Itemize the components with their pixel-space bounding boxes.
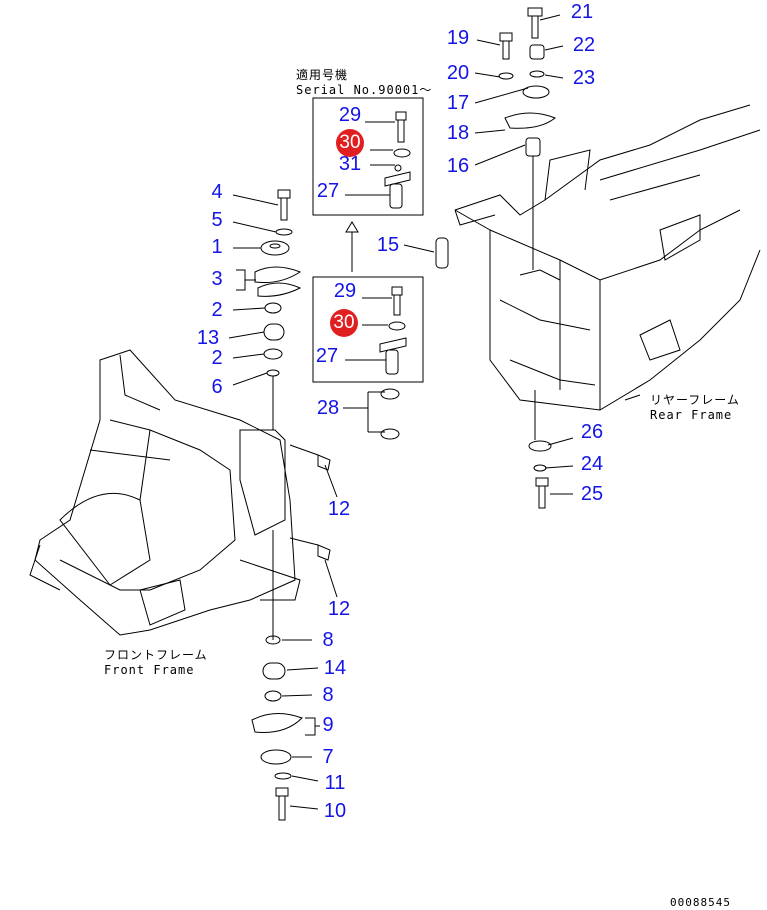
callout-29-upper[interactable]: 29: [338, 104, 362, 126]
callout-6[interactable]: 6: [211, 376, 223, 398]
callout-8-lower[interactable]: 8: [322, 684, 334, 706]
callout-3[interactable]: 3: [211, 268, 223, 290]
callout-11[interactable]: 11: [324, 772, 346, 794]
callout-29-lower[interactable]: 29: [333, 280, 357, 302]
callout-25[interactable]: 25: [580, 483, 604, 505]
callout-4[interactable]: 4: [211, 181, 223, 203]
callout-19[interactable]: 19: [446, 27, 470, 49]
left-pin-stack: [251, 189, 303, 821]
front-frame-label: フロントフレーム Front Frame: [104, 648, 208, 678]
callout-17[interactable]: 17: [446, 92, 470, 114]
callout-27-lower[interactable]: 27: [315, 345, 339, 367]
callout-28[interactable]: 28: [316, 397, 340, 419]
callout-1[interactable]: 1: [211, 236, 223, 258]
right-pin-stack: [380, 7, 556, 509]
callout-2-lower[interactable]: 2: [211, 347, 223, 369]
serial-note-jp: 適用号機: [296, 68, 349, 82]
front-frame-drawing: [29, 349, 331, 636]
callout-13[interactable]: 13: [196, 327, 220, 349]
callout-20[interactable]: 20: [446, 62, 470, 84]
serial-note: 適用号機 Serial No.90001〜: [296, 68, 432, 98]
callout-31[interactable]: 31: [338, 153, 362, 175]
callout-5[interactable]: 5: [211, 209, 223, 231]
callout-21[interactable]: 21: [570, 1, 594, 23]
callout-7[interactable]: 7: [322, 746, 334, 768]
rear-frame-label: リヤーフレーム Rear Frame: [650, 393, 740, 423]
serial-note-en: Serial No.90001〜: [296, 83, 433, 97]
callout-12-lower[interactable]: 12: [327, 598, 351, 620]
callout-27-upper[interactable]: 27: [316, 180, 340, 202]
callout-8-upper[interactable]: 8: [322, 629, 334, 651]
callout-30-lower[interactable]: 30: [330, 309, 358, 337]
rear-frame-jp: リヤーフレーム: [650, 393, 740, 407]
serial-box-lower: [312, 276, 424, 383]
up-arrow: [345, 221, 359, 272]
callout-12-upper[interactable]: 12: [327, 498, 351, 520]
rear-frame-drawing: [454, 104, 761, 411]
callout-14[interactable]: 14: [323, 657, 347, 679]
callout-16[interactable]: 16: [446, 155, 470, 177]
callout-30-upper[interactable]: 30: [336, 129, 364, 157]
callout-10[interactable]: 10: [323, 800, 347, 822]
callout-18[interactable]: 18: [446, 122, 470, 144]
serial-box-upper: [312, 97, 424, 216]
front-frame-jp: フロントフレーム: [104, 648, 208, 662]
callout-2-upper[interactable]: 2: [211, 299, 223, 321]
callout-22[interactable]: 22: [572, 34, 596, 56]
front-frame-en: Front Frame: [104, 663, 195, 677]
leader-lines: [228, 14, 574, 810]
rear-frame-en: Rear Frame: [650, 408, 733, 422]
callout-26[interactable]: 26: [580, 421, 604, 443]
drawing-code: 00088545: [670, 896, 731, 909]
callout-23[interactable]: 23: [572, 67, 596, 89]
callout-15[interactable]: 15: [376, 234, 400, 256]
callout-9[interactable]: 9: [322, 714, 334, 736]
callout-24[interactable]: 24: [580, 453, 604, 475]
